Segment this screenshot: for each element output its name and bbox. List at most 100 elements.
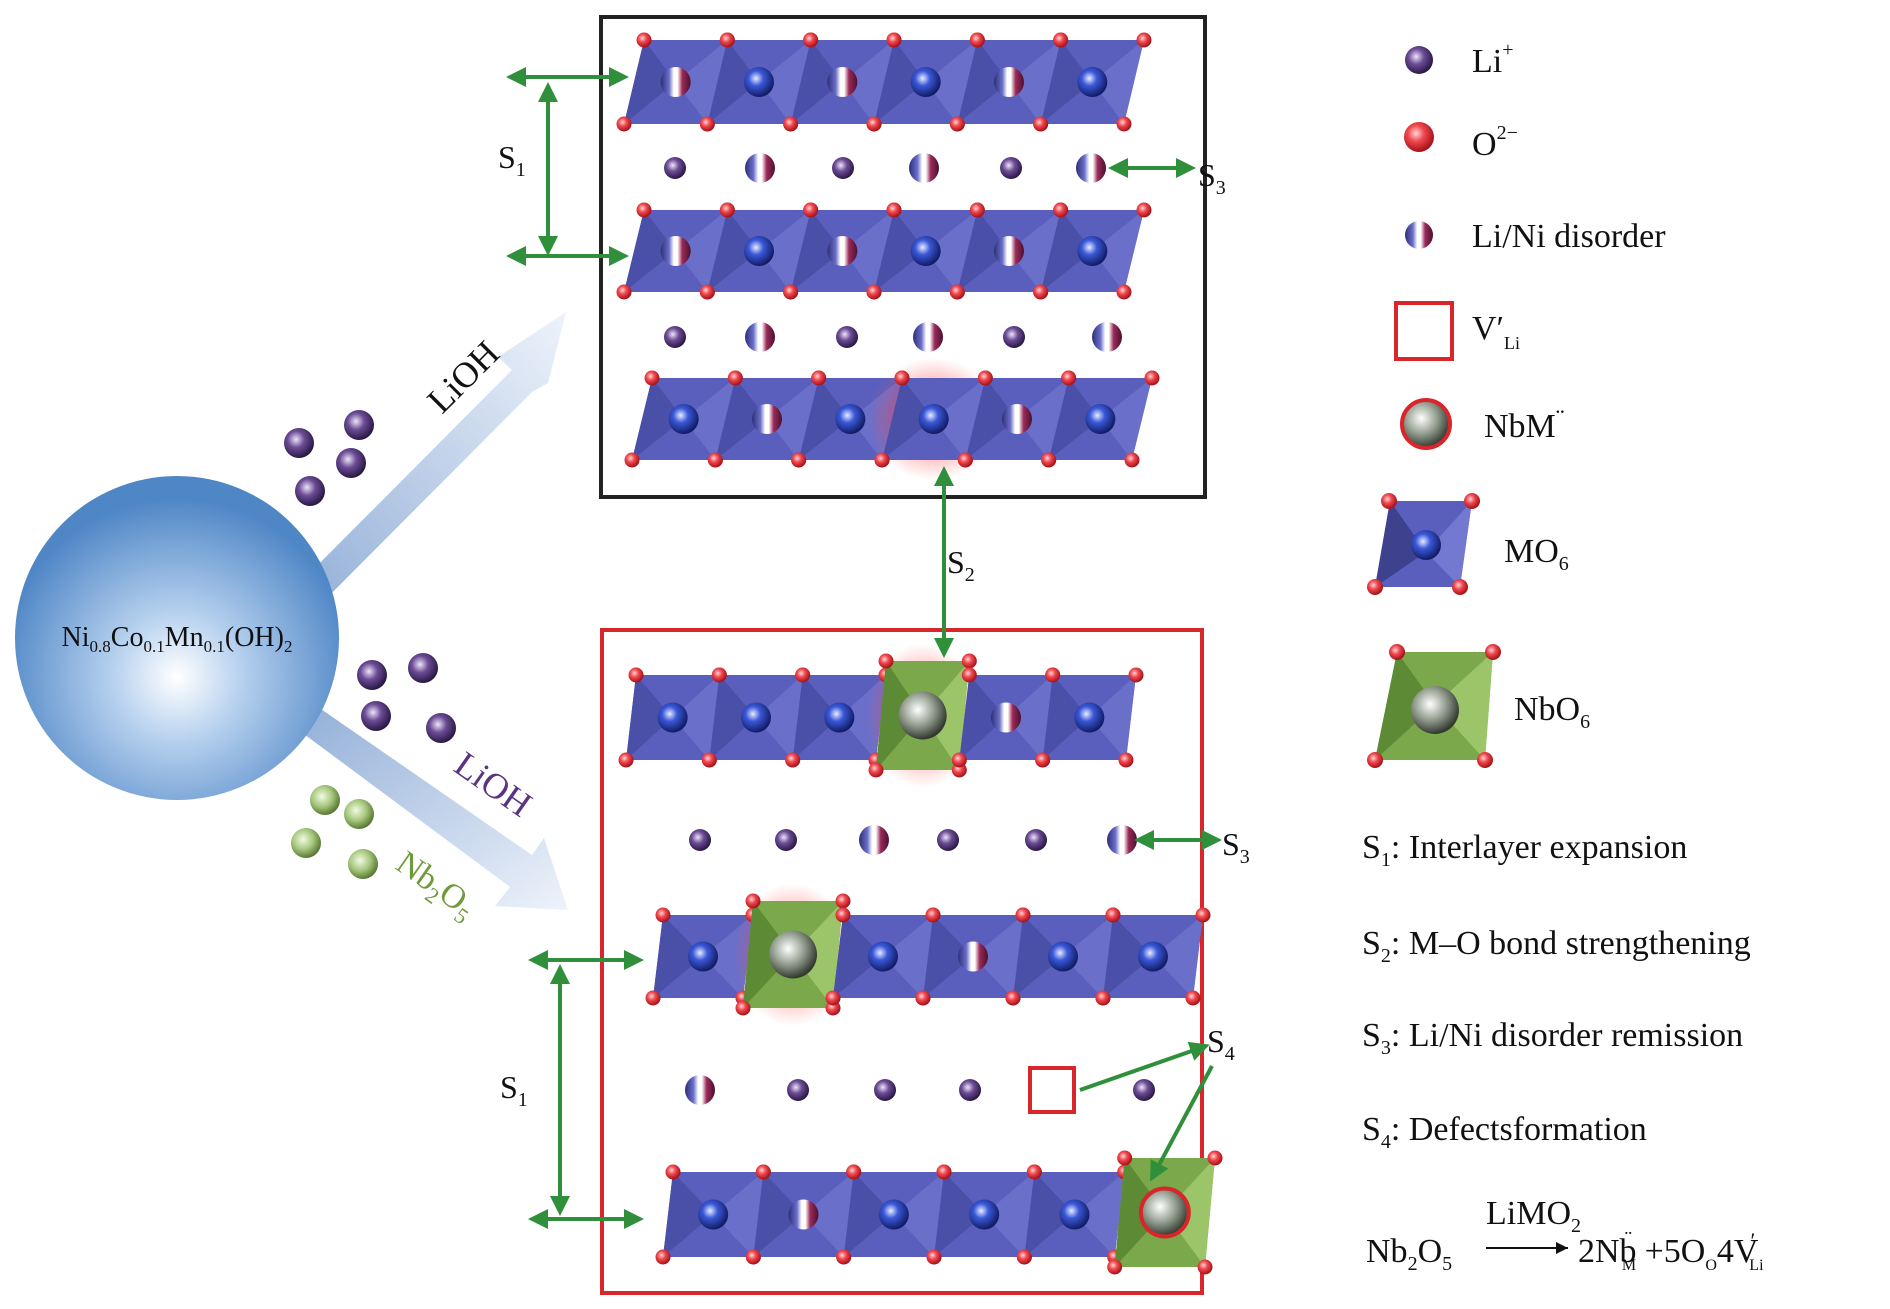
li-ni-disorder-ion: [745, 153, 775, 183]
oxygen-ion: [791, 452, 807, 468]
li-layer: [664, 153, 1106, 183]
li-ion: [1133, 1079, 1155, 1101]
nb-ion: [898, 691, 947, 740]
oxygen-ion: [701, 752, 717, 768]
octahedra-layer: [616, 202, 1152, 300]
oxygen-ion: [1033, 116, 1049, 132]
reagent-particles: [284, 410, 456, 879]
vacancy-icon: [1394, 301, 1454, 361]
oxygen-ion: [1197, 1259, 1213, 1275]
octahedron-face: [959, 675, 1006, 760]
octahedron-face: [624, 210, 676, 292]
svg-text:O2−: O2−: [1472, 122, 1518, 163]
reagent-ball: [336, 448, 366, 478]
reagent-ball: [357, 660, 387, 690]
nb-ion: [769, 930, 817, 979]
precursor-sphere: [15, 476, 339, 800]
oxygen-ion: [1136, 202, 1152, 218]
s2-tag: S2: [947, 544, 975, 586]
li-layer: [689, 825, 1137, 855]
oxygen-ion: [1035, 752, 1051, 768]
octahedra-layer: [645, 883, 1211, 1026]
oxygen-ion: [1026, 1164, 1042, 1180]
li-ni-disorder-ion: [913, 322, 943, 352]
oxygen-ion: [949, 116, 965, 132]
reaction-arrows: [285, 312, 568, 910]
octahedra-layer: [618, 643, 1144, 788]
oxygen-ion: [977, 370, 993, 386]
svg-text:NbO6: NbO6: [1514, 691, 1590, 733]
li-ni-disorder-ion: [827, 67, 858, 97]
strategy-tags: S1 S3 S2 S3 S1 S4: [498, 139, 1250, 1111]
octahedron-face: [1100, 378, 1152, 460]
oxygen-ion: [699, 116, 715, 132]
oxygen-ion: [878, 653, 894, 669]
transition-metal-ion: [868, 941, 898, 972]
octahedron-face: [715, 378, 767, 460]
octahedron-face: [842, 210, 894, 292]
lower-arrow: [285, 698, 568, 910]
li-ni-disorder-ion: [991, 702, 1021, 733]
octahedron-face: [632, 378, 684, 460]
svg-text:V′Li: V′Li: [1472, 310, 1520, 353]
oxygen-ion: [1117, 1150, 1133, 1166]
oxygen-ion: [957, 452, 973, 468]
oxygen-ion: [866, 116, 882, 132]
s3-tag-top: S3: [1198, 157, 1226, 199]
oxygen-ion: [836, 1249, 852, 1265]
legend-mo6: MO6: [1367, 493, 1569, 595]
octahedron-face: [793, 901, 843, 1008]
oxygen-ion: [785, 752, 801, 768]
octahedron-face: [1040, 210, 1093, 292]
li-ni-disorder-ion: [1107, 825, 1137, 855]
transition-metal-ion: [1059, 1199, 1090, 1230]
oxygen-ion: [1105, 907, 1121, 923]
li-ni-disorder-ion: [660, 236, 691, 266]
octahedron-face: [965, 378, 1017, 460]
octahedron-face: [1009, 40, 1061, 124]
li-ni-disorder-ion: [994, 67, 1024, 97]
octahedron-face: [1013, 915, 1063, 998]
oxygen-ion: [1041, 452, 1057, 468]
oxygen-ion: [711, 667, 727, 683]
li-layer: [685, 1066, 1155, 1114]
oxygen-ion: [1053, 32, 1069, 48]
octahedron-face: [883, 915, 933, 998]
legend-nbo6: NbO6: [1367, 644, 1590, 768]
octahedron-face: [925, 40, 978, 124]
transition-metal-ion: [1085, 404, 1116, 434]
reagent-ball: [426, 713, 456, 743]
oxygen-ion: [795, 667, 811, 683]
transition-metal-ion: [1138, 941, 1168, 972]
octahedron-face: [1153, 915, 1203, 998]
oxygen-ion: [866, 284, 882, 300]
s4-tag: S4: [1207, 1023, 1235, 1065]
octahedron-face: [874, 40, 926, 124]
li-ni-disorder-ion: [745, 322, 775, 352]
transition-metal-ion: [1048, 941, 1078, 972]
octahedron-face: [759, 210, 811, 292]
s3-tag-bottom: S3: [1222, 826, 1250, 868]
oxygen-ion: [835, 907, 851, 923]
octahedra-layer: [616, 32, 1152, 132]
reagent-ball: [284, 428, 314, 458]
octahedron-face: [683, 378, 736, 460]
li-ion: [775, 829, 797, 851]
octahedron-face: [1017, 378, 1069, 460]
s1-tag-bottom: S1: [500, 1069, 528, 1111]
octahedron-face: [756, 675, 803, 760]
transition-metal-ion: [688, 941, 718, 972]
oxygen-ion: [894, 370, 910, 386]
li-ni-disorder-ion: [827, 236, 858, 266]
li-ion: [874, 1079, 896, 1101]
legend-li: Li+: [1405, 39, 1514, 80]
oxygen-ion: [1124, 452, 1140, 468]
octahedron-face: [1009, 210, 1061, 292]
oxygen-ion: [1144, 370, 1160, 386]
octahedron-face: [707, 210, 759, 292]
transition-metal-ion: [824, 702, 855, 733]
li-ion: [832, 157, 854, 179]
oxygen-ion: [1136, 32, 1152, 48]
oxygen-ion: [1045, 667, 1061, 683]
oxygen-ion: [1053, 202, 1069, 218]
